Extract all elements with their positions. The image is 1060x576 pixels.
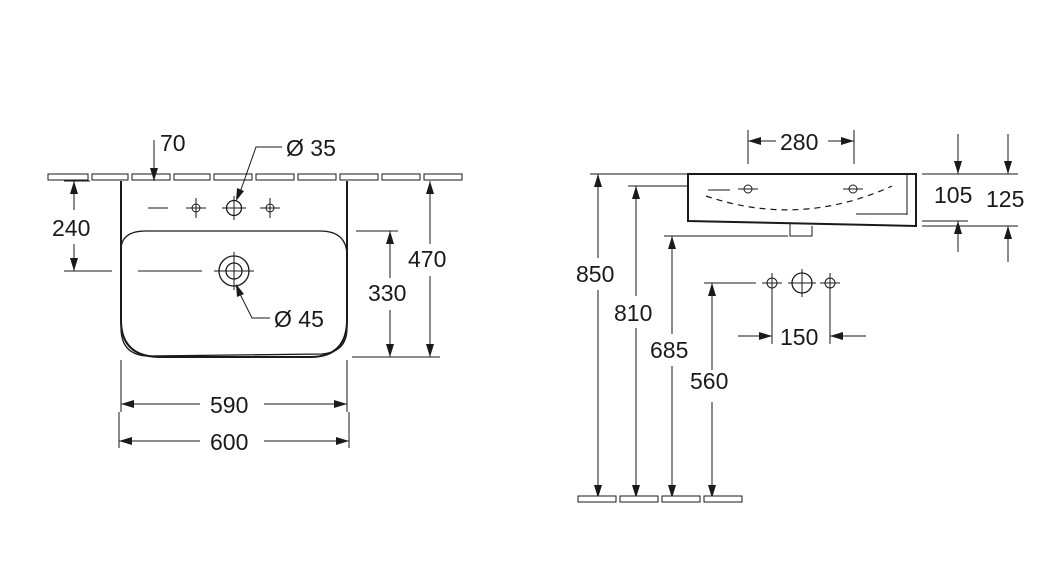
front-wall-band xyxy=(47,173,463,181)
front-view: 70 Ø 35 Ø 45 240 330 470 xyxy=(47,130,463,455)
dim-600-label: 600 xyxy=(210,429,248,455)
dim-diameter-35-label: Ø 35 xyxy=(286,135,336,161)
dim-diameter-45-label: Ø 45 xyxy=(274,306,324,332)
dim-330-label: 330 xyxy=(368,280,406,306)
dim-560-label: 560 xyxy=(690,368,728,394)
dim-470-label: 470 xyxy=(408,246,446,272)
dim-685-label: 685 xyxy=(650,337,688,363)
wall-tap-center-icon xyxy=(788,269,816,297)
waste-outlet-icon xyxy=(214,252,254,290)
basin-bowl-outline xyxy=(120,230,348,357)
dim-70-label: 70 xyxy=(160,130,186,156)
dim-280-label: 280 xyxy=(780,129,818,155)
side-tap-hole-left-icon xyxy=(738,184,758,194)
dim-125-label: 125 xyxy=(986,186,1024,212)
dim-240-label: 240 xyxy=(52,215,90,241)
floor-band xyxy=(577,495,743,503)
tap-hole-right-icon xyxy=(260,198,280,218)
wall-tap-left-icon xyxy=(762,273,782,293)
basin-outer-outline xyxy=(120,181,348,358)
dim-850-label: 850 xyxy=(576,261,614,287)
dim-105-label: 105 xyxy=(934,182,972,208)
basin-side-profile xyxy=(687,173,917,228)
wall-tap-right-icon xyxy=(820,273,840,293)
side-tap-hole-right-icon xyxy=(843,184,863,194)
dim-590-label: 590 xyxy=(210,392,248,418)
tap-hole-left-icon xyxy=(186,198,206,218)
tap-hole-center-icon xyxy=(222,196,246,220)
dim-150-label: 150 xyxy=(780,324,818,350)
dim-810-label: 810 xyxy=(614,300,652,326)
side-view: 280 105 125 xyxy=(576,129,1024,503)
